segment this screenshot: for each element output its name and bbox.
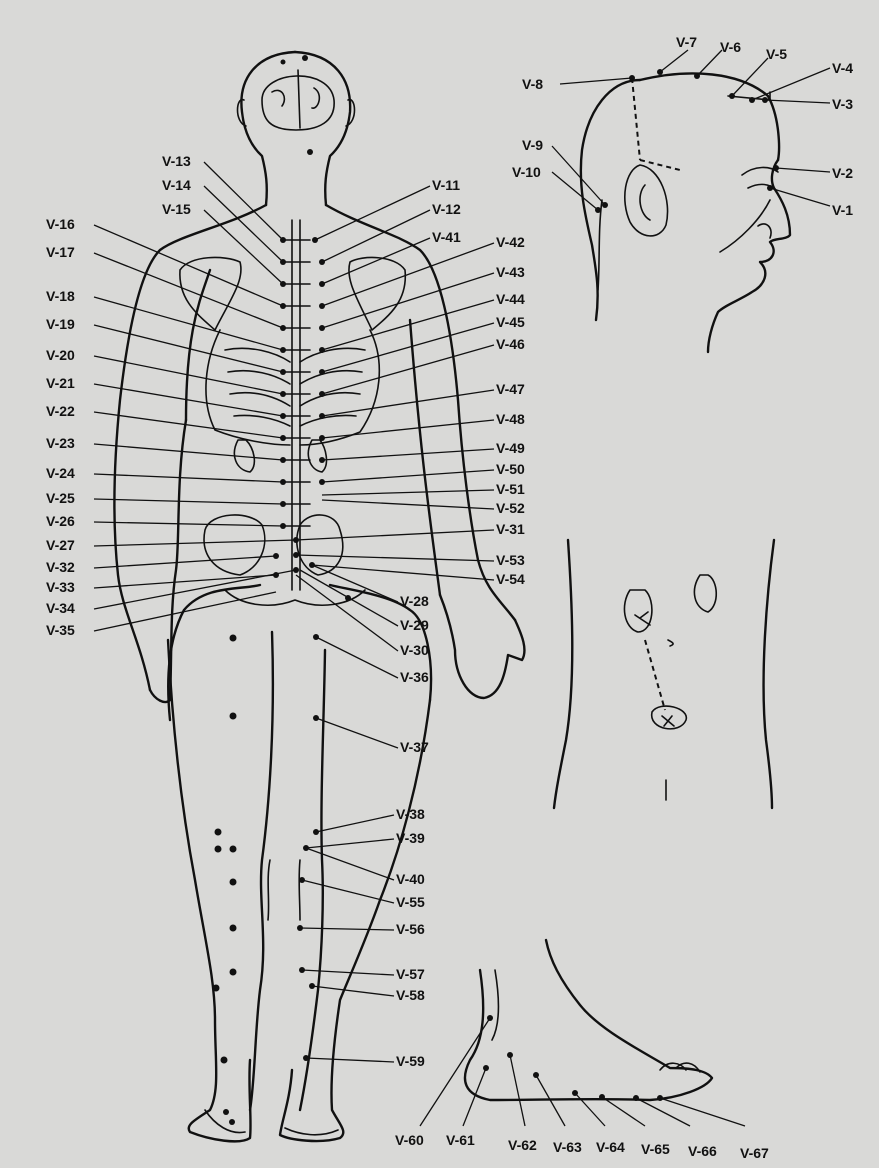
label-v14: V-14 — [162, 177, 191, 193]
label-v4: V-4 — [832, 60, 853, 76]
foot — [465, 940, 712, 1100]
label-v32: V-32 — [46, 559, 75, 575]
label-v30: V-30 — [400, 642, 429, 658]
label-v27: V-27 — [46, 537, 75, 553]
label-v22: V-22 — [46, 403, 75, 419]
label-v37: V-37 — [400, 739, 429, 755]
label-v52: V-52 — [496, 500, 525, 516]
label-v15: V-15 — [162, 201, 191, 217]
label-v55: V-55 — [396, 894, 425, 910]
label-v62: V-62 — [508, 1137, 537, 1153]
label-v59: V-59 — [396, 1053, 425, 1069]
label-v21: V-21 — [46, 375, 75, 391]
leader-lines — [94, 50, 830, 1126]
label-v56: V-56 — [396, 921, 425, 937]
label-v36: V-36 — [400, 669, 429, 685]
label-v34: V-34 — [46, 600, 75, 616]
label-v31: V-31 — [496, 521, 525, 537]
point-labels: V-1 V-2 V-3 V-4 V-5 V-6 V-7 V-8 V-9 V-10… — [46, 34, 853, 1161]
label-v3: V-3 — [832, 96, 853, 112]
label-v41: V-41 — [432, 229, 461, 245]
label-v26: V-26 — [46, 513, 75, 529]
label-v2: V-2 — [832, 165, 853, 181]
label-v46: V-46 — [496, 336, 525, 352]
label-v7: V-7 — [676, 34, 697, 50]
label-v13: V-13 — [162, 153, 191, 169]
label-v44: V-44 — [496, 291, 525, 307]
label-v66: V-66 — [688, 1143, 717, 1159]
label-v65: V-65 — [641, 1141, 670, 1157]
label-v33: V-33 — [46, 579, 75, 595]
label-v35: V-35 — [46, 622, 75, 638]
label-v60: V-60 — [395, 1132, 424, 1148]
label-v11: V-11 — [432, 177, 460, 193]
label-v8: V-8 — [522, 76, 543, 92]
label-v53: V-53 — [496, 552, 525, 568]
label-v16: V-16 — [46, 216, 75, 232]
label-v25: V-25 — [46, 490, 75, 506]
label-v63: V-63 — [553, 1139, 582, 1155]
label-v23: V-23 — [46, 435, 75, 451]
label-v48: V-48 — [496, 411, 525, 427]
label-v57: V-57 — [396, 966, 425, 982]
label-v43: V-43 — [496, 264, 525, 280]
label-v17: V-17 — [46, 244, 75, 260]
label-v24: V-24 — [46, 465, 75, 481]
label-v47: V-47 — [496, 381, 525, 397]
label-v45: V-45 — [496, 314, 525, 330]
label-v29: V-29 — [400, 617, 429, 633]
label-v20: V-20 — [46, 347, 75, 363]
label-v39: V-39 — [396, 830, 425, 846]
label-v64: V-64 — [596, 1139, 625, 1155]
label-v49: V-49 — [496, 440, 525, 456]
front-torso — [554, 540, 774, 808]
label-v12: V-12 — [432, 201, 461, 217]
label-v51: V-51 — [496, 481, 525, 497]
label-v38: V-38 — [396, 806, 425, 822]
side-head — [581, 73, 790, 352]
label-v28: V-28 — [400, 593, 429, 609]
label-v19: V-19 — [46, 316, 75, 332]
label-v54: V-54 — [496, 571, 525, 587]
label-v67: V-67 — [740, 1145, 769, 1161]
label-v61: V-61 — [446, 1132, 475, 1148]
label-v10: V-10 — [512, 164, 541, 180]
label-v6: V-6 — [720, 39, 741, 55]
label-v1: V-1 — [832, 202, 853, 218]
label-v5: V-5 — [766, 46, 787, 62]
label-v9: V-9 — [522, 137, 543, 153]
label-v50: V-50 — [496, 461, 525, 477]
label-v58: V-58 — [396, 987, 425, 1003]
label-v40: V-40 — [396, 871, 425, 887]
label-v42: V-42 — [496, 234, 525, 250]
label-v18: V-18 — [46, 288, 75, 304]
